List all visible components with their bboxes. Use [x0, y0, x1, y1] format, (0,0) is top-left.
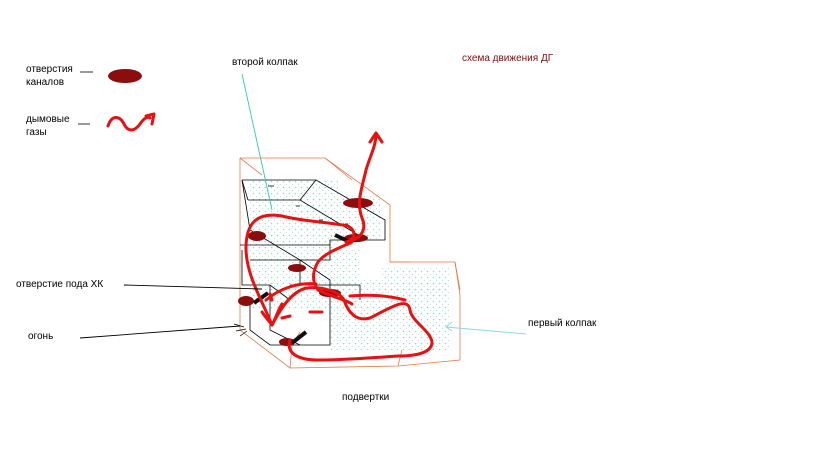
- pointer-hearth-hole: [123, 284, 263, 290]
- pointer-second-cap: [241, 73, 273, 211]
- legend-gases-label-2: газы: [26, 127, 47, 138]
- pointer-first-cap: [445, 326, 527, 335]
- label-podvertki: подвертки: [342, 392, 390, 403]
- pointer-first-cap-head: [445, 321, 453, 332]
- diagram-title: схема движения ДГ: [462, 53, 554, 64]
- pointer-fire: [79, 325, 241, 339]
- legend-gases-label-1: дымовые: [26, 114, 70, 125]
- smoke-gas-path: [244, 131, 434, 362]
- legend-gas-arrow: [144, 112, 156, 126]
- legend-opening-swatch: [108, 69, 142, 83]
- legend-openings-label-1: отверстия: [26, 64, 73, 75]
- channel-opening: [248, 231, 266, 241]
- legend-openings-label-2: каналов: [26, 77, 65, 88]
- label-second-cap: второй колпак: [232, 57, 298, 68]
- label-first-cap: первый колпак: [528, 318, 597, 329]
- channel-opening: [238, 296, 254, 306]
- label-fire: огонь: [28, 331, 54, 342]
- stove-outline: [239, 157, 461, 369]
- label-hearth-hole: отверстие пода ХК: [16, 279, 104, 290]
- fire-marks: [233, 323, 248, 337]
- legend-gas-swatch: [106, 115, 152, 132]
- channel-opening: [288, 264, 306, 272]
